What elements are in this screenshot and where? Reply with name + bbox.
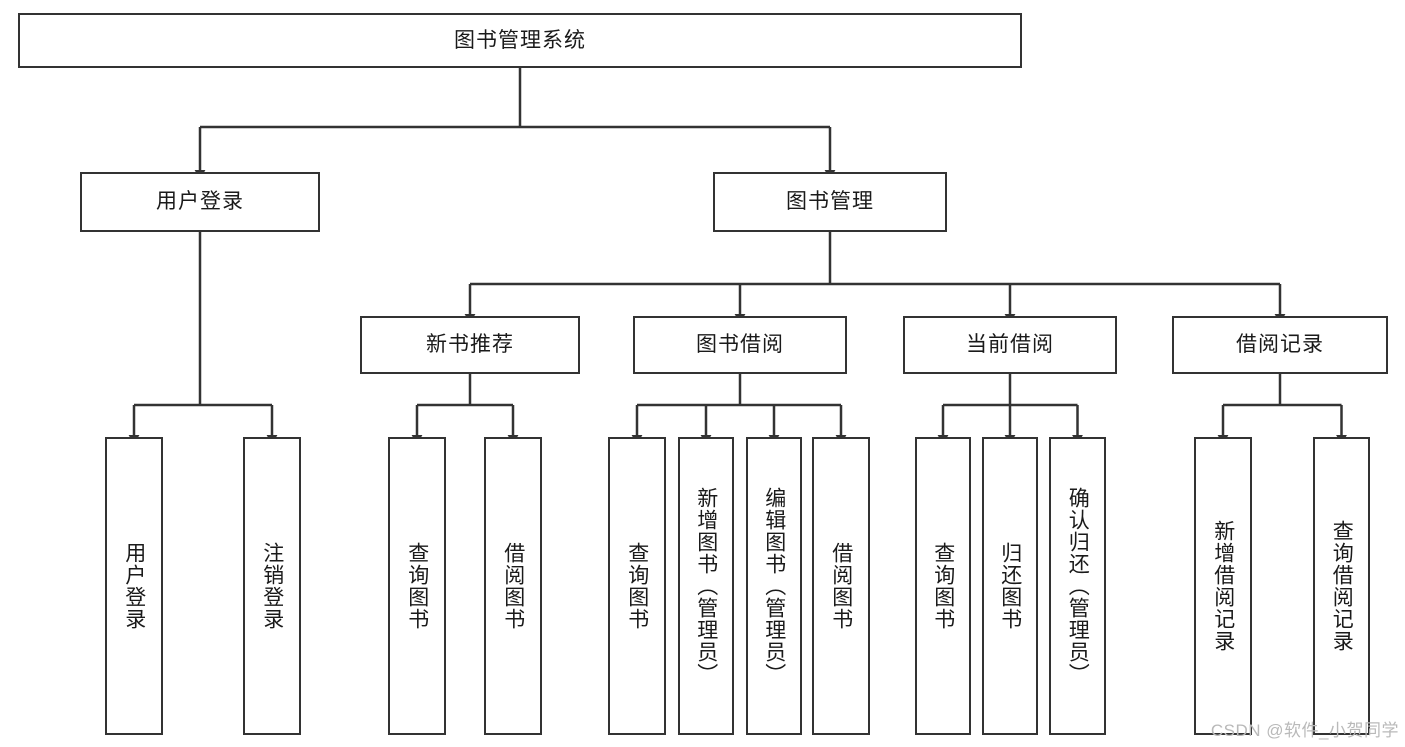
node-label: 查询图书 (931, 542, 955, 630)
node-leaf-confirm-return[interactable]: 确认归还（管理员） (1049, 437, 1106, 735)
node-leaf-query-book[interactable]: 查询图书 (608, 437, 666, 735)
node-leaf-user-login[interactable]: 用户登录 (105, 437, 163, 735)
node-leaf-borrow-book[interactable]: 借阅图书 (812, 437, 870, 735)
node-label: 图书管理系统 (454, 28, 586, 52)
node-leaf-return-book[interactable]: 归还图书 (982, 437, 1038, 735)
node-label: 新增图书（管理员） (694, 487, 718, 685)
node-book-manage[interactable]: 图书管理 (713, 172, 947, 232)
node-label: 用户登录 (122, 542, 146, 630)
node-borrow-record[interactable]: 借阅记录 (1172, 316, 1388, 374)
node-label: 借阅图书 (829, 542, 853, 630)
node-label: 当前借阅 (966, 333, 1054, 357)
node-label: 确认归还（管理员） (1066, 487, 1090, 685)
node-label: 归还图书 (998, 542, 1022, 630)
node-label: 图书管理 (786, 190, 874, 214)
node-book-borrow[interactable]: 图书借阅 (633, 316, 847, 374)
node-user-login[interactable]: 用户登录 (80, 172, 320, 232)
node-label: 查询借阅记录 (1330, 520, 1354, 652)
node-leaf-add-record[interactable]: 新增借阅记录 (1194, 437, 1252, 735)
node-leaf-query-book-cur[interactable]: 查询图书 (915, 437, 971, 735)
node-label: 借阅图书 (501, 542, 525, 630)
node-label: 查询图书 (405, 542, 429, 630)
node-leaf-add-book[interactable]: 新增图书（管理员） (678, 437, 734, 735)
node-label: 图书借阅 (696, 333, 784, 357)
node-root[interactable]: 图书管理系统 (18, 13, 1022, 68)
node-label: 新书推荐 (426, 333, 514, 357)
node-label: 借阅记录 (1236, 333, 1324, 357)
node-label: 注销登录 (260, 542, 284, 630)
node-current-borrow[interactable]: 当前借阅 (903, 316, 1117, 374)
node-label: 编辑图书（管理员） (762, 487, 786, 685)
node-leaf-query-book-rec[interactable]: 查询图书 (388, 437, 446, 735)
node-leaf-borrow-book-rec[interactable]: 借阅图书 (484, 437, 542, 735)
node-label: 用户登录 (156, 190, 244, 214)
node-new-book-rec[interactable]: 新书推荐 (360, 316, 580, 374)
node-leaf-edit-book[interactable]: 编辑图书（管理员） (746, 437, 802, 735)
node-leaf-query-record[interactable]: 查询借阅记录 (1313, 437, 1370, 735)
node-label: 新增借阅记录 (1211, 520, 1235, 652)
node-leaf-logout[interactable]: 注销登录 (243, 437, 301, 735)
node-label: 查询图书 (625, 542, 649, 630)
